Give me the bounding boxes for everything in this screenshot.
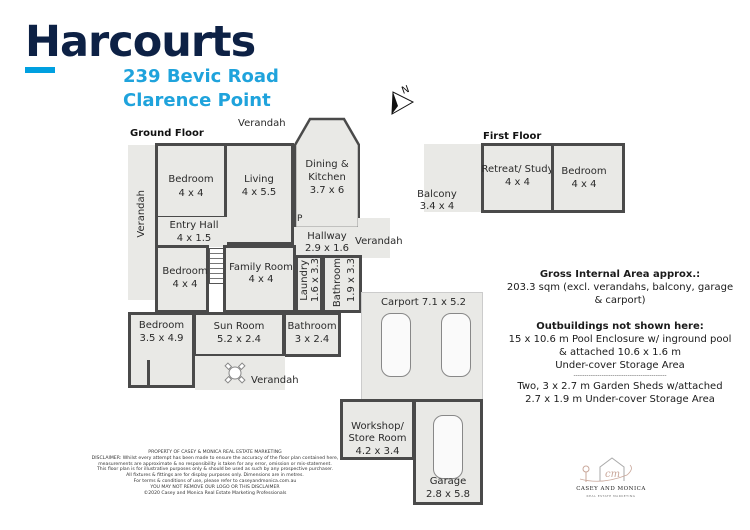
room-family-name: Family Room	[229, 262, 293, 273]
room-bedroom-3-extension	[147, 360, 195, 388]
svg-text:cm: cm	[605, 469, 620, 480]
room-workshop	[340, 399, 415, 460]
room-bedroom-ff	[551, 143, 625, 213]
room-workshop-name-1: Workshop/	[351, 421, 404, 432]
room-bathroom-2	[283, 312, 341, 357]
disclaimer-line: For terms & conditions of use, please re…	[133, 478, 297, 484]
room-retreat-study-name: Retreat/ Study	[481, 164, 554, 175]
marketer-name: CASEY AND MONICA	[576, 486, 646, 492]
disclaimer-line: measurements are approximate & no respon…	[98, 461, 332, 467]
room-bedroom-2-size: 4 x 4	[172, 279, 198, 290]
area-notes: Gross Internal Area approx.: 203.3 sqm (…	[490, 268, 750, 406]
room-bathroom-2-size: 3 x 2.4	[294, 334, 330, 345]
verandah-right-label: Verandah	[355, 236, 403, 247]
room-bathroom-2-name: Bathroom	[287, 321, 337, 332]
room-bedroom-3-size: 3.5 x 4.9	[139, 333, 184, 344]
sheds-line-2: 2.7 x 1.9 m Under-cover Storage Area	[525, 394, 715, 405]
room-family-size: 4 x 4	[248, 274, 274, 285]
room-entry-hall-size: 4 x 1.5	[176, 233, 212, 244]
logo-underline-bar	[25, 67, 55, 73]
room-sun-room-size: 5.2 x 2.4	[216, 334, 262, 345]
gia-line-2: & carport)	[594, 295, 646, 306]
outdoor-table-icon	[222, 360, 248, 386]
room-living	[224, 143, 294, 245]
address-line-2: Clarence Point	[123, 90, 271, 111]
disclaimer-line: DISCLAIMER: Whilst every attempt has bee…	[91, 455, 339, 461]
room-bedroom-1-size: 4 x 4	[178, 188, 204, 199]
house-key-logo-icon: cm	[572, 455, 648, 485]
verandah-top-label: Verandah	[238, 118, 286, 129]
room-balcony	[424, 144, 484, 212]
room-hallway-size: 2.9 x 1.6	[304, 243, 350, 254]
notes-divider: ----------------------------------------…	[573, 372, 667, 379]
room-bathroom-1-name: Bathroom	[332, 258, 343, 308]
verandah-left	[128, 145, 156, 300]
room-balcony-name: Balcony	[417, 189, 457, 200]
room-bathroom-1	[322, 255, 362, 313]
room-family	[223, 245, 296, 313]
room-dining-kitchen-size: 3.7 x 6	[309, 185, 345, 196]
room-dining-kitchen-name-2: Kitchen	[308, 172, 346, 183]
disclaimer-line: PROPERTY OF CASEY & MONICA REAL ESTATE M…	[148, 450, 282, 455]
room-entry-hall	[155, 217, 227, 247]
room-bedroom-ff-size: 4 x 4	[571, 179, 597, 190]
disclaimer-line: This floor plan is for illustrative purp…	[97, 467, 333, 473]
room-laundry	[295, 255, 323, 313]
gia-line-1: 203.3 sqm (excl. verandahs, balcony, gar…	[506, 282, 734, 293]
disclaimer: PROPERTY OF CASEY & MONICA REAL ESTATE M…	[80, 450, 350, 496]
marketer-tagline: REAL ESTATE MARKETING	[586, 494, 636, 498]
gia-heading: Gross Internal Area approx.:	[539, 269, 701, 280]
disclaimer-line: All fixtures & fittings are for display …	[126, 473, 304, 479]
room-dining-kitchen-name-1: Dining &	[305, 159, 349, 170]
car-icon	[381, 313, 411, 377]
room-bedroom-ff-name: Bedroom	[561, 166, 607, 177]
harcourts-logo: Harcourts	[25, 17, 256, 67]
outbuildings-line-1: 15 x 10.6 m Pool Enclosure w/ inground p…	[508, 334, 732, 345]
room-sun-room-name: Sun Room	[213, 321, 265, 332]
room-living-size: 4 x 5.5	[241, 187, 277, 198]
address-line-1: 239 Bevic Road	[123, 66, 279, 87]
room-entry-hall-name: Entry Hall	[169, 220, 219, 231]
north-arrow-icon: N	[386, 80, 426, 120]
room-hallway	[294, 227, 360, 257]
outbuildings-line-3: Under-cover Storage Area	[555, 360, 685, 371]
verandah-left-label: Verandah	[136, 190, 147, 238]
room-hallway-name: Hallway	[307, 231, 347, 242]
ground-floor-title: Ground Floor	[130, 128, 204, 139]
room-retreat-study-size: 4 x 4	[505, 177, 530, 188]
disclaimer-line: YOU MAY NOT REMOVE OUR LOGO OR THIS DISC…	[150, 484, 280, 490]
outbuildings-heading: Outbuildings not shown here:	[536, 321, 704, 332]
outbuildings-line-2: & attached 10.6 x 1.6 m	[559, 347, 681, 358]
room-workshop-name-2: Store Room	[348, 433, 407, 444]
verandah-right	[358, 218, 390, 258]
svg-text:N: N	[400, 84, 411, 97]
room-workshop-size: 4.2 x 3.4	[355, 446, 400, 457]
room-bedroom-3-name: Bedroom	[138, 320, 185, 331]
room-bedroom-1-name: Bedroom	[168, 174, 214, 185]
room-bathroom-1-size: 1.9 x 3.3	[346, 258, 357, 303]
room-laundry-size: 1.6 x 3.3	[310, 258, 321, 303]
pantry-label: P	[297, 214, 303, 224]
room-garage-size: 2.8 x 5.8	[425, 489, 471, 500]
room-living-name: Living	[244, 174, 274, 185]
room-balcony-size: 3.4 x 4	[419, 201, 455, 212]
disclaimer-line: ©2020 Casey and Monica Real Estate Marke…	[143, 490, 287, 496]
first-floor-title: First Floor	[483, 131, 542, 142]
room-bedroom-2-name: Bedroom	[162, 266, 208, 277]
verandah-bottom-label: Verandah	[251, 375, 299, 386]
car-icon	[441, 313, 471, 377]
sheds-line-1: Two, 3 x 2.7 m Garden Sheds w/attached	[517, 381, 723, 392]
room-garage-name: Garage	[429, 476, 467, 487]
car-icon	[433, 415, 463, 479]
room-carport-label: Carport 7.1 x 5.2	[381, 297, 467, 308]
room-bedroom-2	[155, 245, 209, 313]
